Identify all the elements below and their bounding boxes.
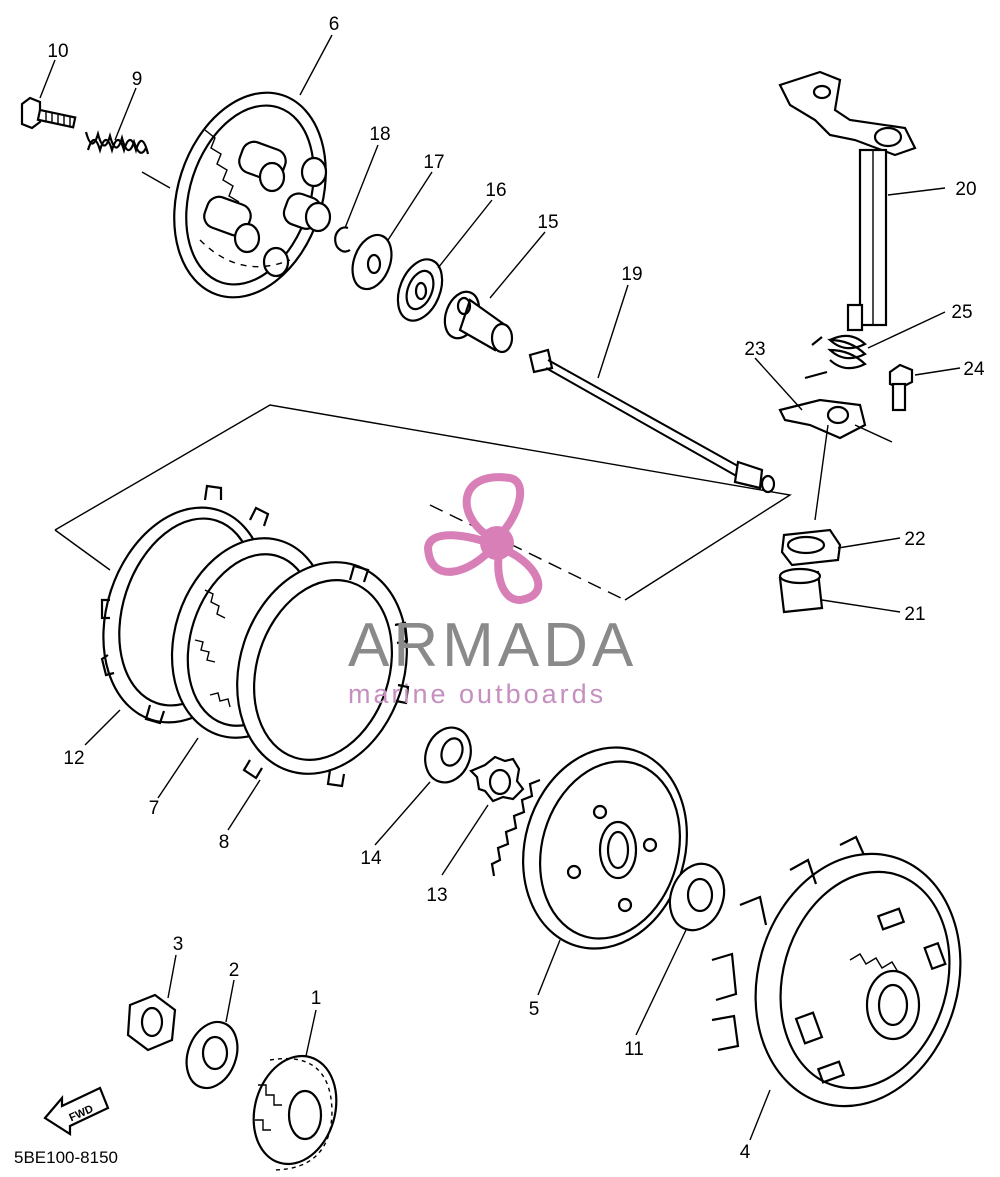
part-label-2: 2 bbox=[229, 960, 240, 981]
lever-shaft-part-20 bbox=[778, 70, 917, 332]
part-label-9: 9 bbox=[132, 69, 143, 90]
thrust-washer-part-11 bbox=[668, 862, 726, 932]
friction-plate-part-8 bbox=[236, 561, 410, 788]
part-label-23: 23 bbox=[744, 339, 765, 360]
part-label-22: 22 bbox=[904, 529, 925, 550]
part-label-1: 1 bbox=[311, 988, 322, 1009]
bushing-part-21 bbox=[778, 567, 824, 614]
part-label-24: 24 bbox=[963, 359, 985, 380]
part-label-5: 5 bbox=[529, 999, 540, 1020]
part-label-4: 4 bbox=[740, 1142, 751, 1163]
part-label-16: 16 bbox=[485, 180, 506, 201]
part-label-12: 12 bbox=[63, 748, 84, 769]
propeller-icon bbox=[423, 473, 543, 605]
washer-part-2 bbox=[185, 1020, 239, 1090]
part-label-3: 3 bbox=[173, 934, 184, 955]
spring-part-9 bbox=[84, 130, 171, 189]
bearing-part-16 bbox=[396, 258, 444, 322]
part-label-21: 21 bbox=[904, 604, 925, 625]
part-label-8: 8 bbox=[219, 832, 230, 853]
oil-seal-part-22 bbox=[780, 528, 842, 567]
part-label-11: 11 bbox=[624, 1039, 644, 1060]
part-label-7: 7 bbox=[149, 798, 160, 819]
part-label-14: 14 bbox=[360, 848, 382, 869]
torsion-spring-part-25 bbox=[804, 334, 867, 380]
part-label-17: 17 bbox=[423, 152, 444, 173]
circlip-part-18 bbox=[334, 226, 351, 253]
leader-lines bbox=[39, 34, 961, 1141]
bolt-part-24 bbox=[888, 363, 914, 412]
clutch-boss-part-5 bbox=[490, 746, 688, 950]
armada-watermark: ARMADA marine outboards bbox=[348, 473, 637, 709]
nut-part-14 bbox=[424, 726, 472, 784]
lever-plate-part-23 bbox=[778, 398, 893, 521]
part-label-10: 10 bbox=[47, 41, 68, 62]
part-label-18: 18 bbox=[369, 124, 390, 145]
washer-part-17 bbox=[351, 233, 393, 291]
part-label-19: 19 bbox=[621, 264, 642, 285]
bolt-part-10 bbox=[20, 96, 77, 130]
gear-part-1 bbox=[252, 1054, 338, 1171]
part-label-20: 20 bbox=[955, 179, 976, 200]
lock-washer-part-13 bbox=[469, 755, 525, 803]
forward-arrow-icon: FWD bbox=[43, 1086, 110, 1137]
nut-part-3 bbox=[126, 993, 177, 1052]
watermark-brand: ARMADA bbox=[348, 611, 637, 680]
clutch-housing-part-4 bbox=[711, 835, 962, 1108]
part-labels: 1 2 3 4 5 6 7 8 9 10 11 12 13 14 15 16 1… bbox=[47, 14, 985, 1163]
push-piece-part-15 bbox=[443, 290, 514, 354]
assembly-outline bbox=[54, 404, 792, 601]
part-label-13: 13 bbox=[426, 885, 447, 906]
part-label-6: 6 bbox=[329, 14, 340, 35]
push-rod-part-19 bbox=[528, 348, 776, 494]
part-label-25: 25 bbox=[951, 302, 972, 323]
drawing-code: 5BE100-8150 bbox=[14, 1148, 118, 1167]
watermark-tagline: marine outboards bbox=[348, 679, 606, 709]
part-label-15: 15 bbox=[537, 212, 558, 233]
pressure-plate-part-6 bbox=[173, 91, 332, 299]
